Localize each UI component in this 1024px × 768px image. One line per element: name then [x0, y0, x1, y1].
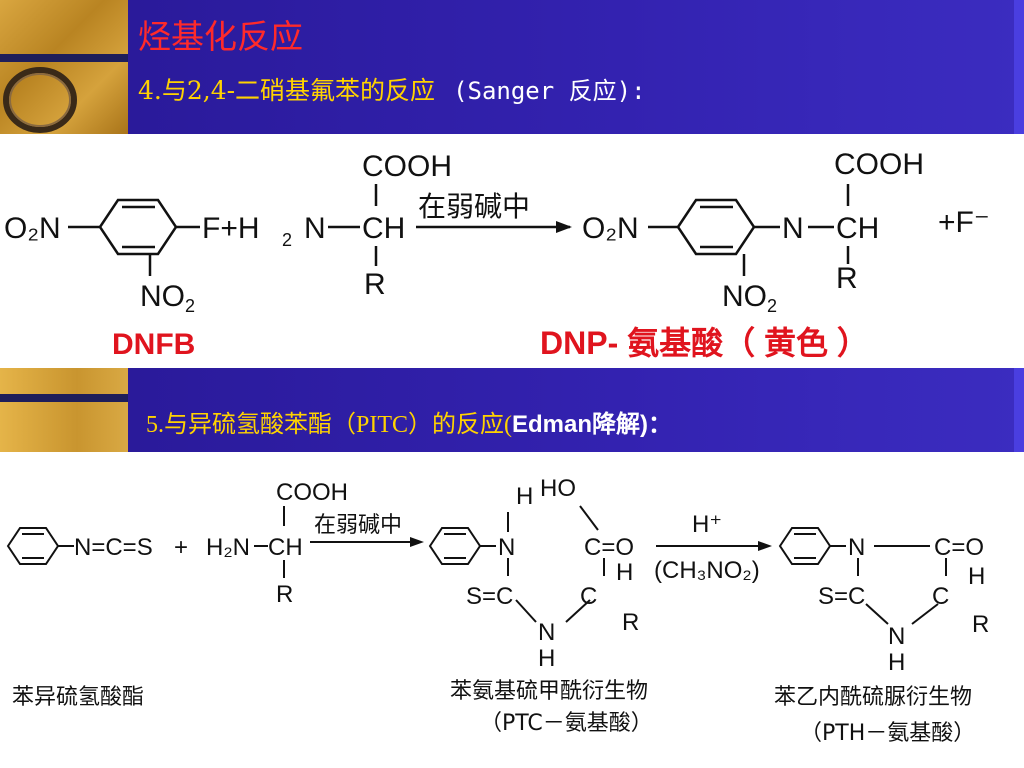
pth-alpha-h: H: [968, 563, 985, 590]
f-plus-h: F+H: [202, 212, 260, 245]
benzene-ring-pth: [778, 527, 947, 625]
arrow-condition-2: 在弱碱中: [314, 513, 402, 538]
fluoride-byproduct: +F⁻: [938, 206, 990, 239]
benzene-ring-2: [648, 184, 850, 276]
ptc-nh-h: H: [538, 645, 555, 672]
pth-carbonyl: C=O: [934, 534, 984, 561]
pth-nh-n: N: [888, 623, 905, 650]
sanger-reaction-scheme: O₂N F+H 2 N COOH CH R NO 2 在弱碱中 O₂N: [4, 148, 990, 361]
strip-band: [0, 394, 128, 402]
amino-cooh: COOH: [276, 479, 348, 506]
ptc-carbonyl: C=O: [584, 534, 634, 561]
aa-cooh: COOH: [362, 150, 452, 183]
page-title: 烃基化反应: [138, 17, 303, 56]
dnfb-o2n: O₂N: [4, 212, 61, 245]
amino-r: R: [276, 581, 293, 608]
benzene-ring-pitc: [6, 527, 74, 565]
amine-n: N: [304, 212, 326, 245]
aa-r: R: [364, 268, 386, 301]
dnp-n: N: [782, 212, 804, 245]
dnp-ch: CH: [836, 212, 879, 245]
ptc-h: H: [516, 483, 533, 510]
arrow-condition-1: 在弱碱中: [418, 190, 530, 223]
plus-sign: +: [174, 534, 188, 561]
strip-band: [0, 54, 128, 62]
section-bar: [128, 368, 1024, 452]
pth-label-2: （PTH－氨基酸）: [800, 721, 975, 746]
dnp-cooh: COOH: [834, 148, 924, 181]
pth-n: N: [848, 534, 865, 561]
amino-h2n: H₂N: [206, 534, 250, 561]
amino-ch: CH: [268, 534, 303, 561]
ptc-r: R: [622, 609, 639, 636]
ptc-thione: S=C: [466, 583, 513, 610]
decorative-photo-strip: [0, 0, 128, 134]
acid-catalyst: H⁺: [692, 511, 722, 538]
ptc-alpha-c: C: [580, 583, 597, 610]
section-4-heading: 4.与2,4-二硝基氟苯的反应 (Sanger 反应):: [138, 78, 646, 103]
benzene-ring-1: [68, 198, 200, 276]
dnp-aminoacid-label: DNP- 氨基酸（ 黄色 ）: [540, 325, 869, 361]
section-4-label: 4.与2,4-二硝基氟苯的反应: [138, 76, 436, 105]
pth-thione: S=C: [818, 583, 865, 610]
ptc-alpha-h: H: [616, 559, 633, 586]
dnp-no2-sub: 2: [767, 296, 777, 316]
edman-label: Edman降解)：: [512, 411, 673, 438]
h2-subscript: 2: [282, 230, 292, 250]
sanger-label: (Sanger 反应):: [453, 77, 646, 105]
pth-label-1: 苯乙内酰硫脲衍生物: [774, 685, 972, 710]
ring-ornament: [3, 67, 77, 133]
pth-nh-h: H: [888, 649, 905, 676]
isothiocyanate-group: N=C=S: [74, 534, 153, 561]
section-5-heading: 5.与异硫氢酸苯酯（PITC）的反应(Edman降解)：: [146, 411, 673, 438]
decorative-photo-strip-2: [0, 368, 128, 452]
pitc-label: 苯异硫氢酸酯: [12, 685, 144, 710]
dnp-o2n: O₂N: [582, 212, 639, 245]
benzene-ring-ptc: [428, 505, 605, 623]
section-5-label: 5.与异硫氢酸苯酯（PITC）的反应(: [146, 412, 512, 438]
pth-alpha-c: C: [932, 583, 949, 610]
nitromethane-solvent: (CH₃NO₂): [654, 557, 760, 584]
dnfb-no2: NO: [140, 280, 185, 313]
ptc-n: N: [498, 534, 515, 561]
dnfb-no2-sub: 2: [185, 296, 195, 316]
ptc-label-2: （PTC－氨基酸）: [480, 711, 653, 736]
aa-ch: CH: [362, 212, 405, 245]
ptc-ho: HO: [540, 475, 576, 502]
dnfb-label: DNFB: [112, 328, 195, 361]
header-bar: [128, 0, 1024, 134]
pth-r: R: [972, 611, 989, 638]
ptc-label-1: 苯氨基硫甲酰衍生物: [450, 679, 648, 704]
dnp-no2: NO: [722, 280, 767, 313]
ptc-nh-n: N: [538, 619, 555, 646]
dnp-r: R: [836, 262, 858, 295]
edman-reaction-scheme: N=C=S + H₂N CH COOH R 在弱碱中 H HO N C=O S=…: [6, 475, 989, 746]
